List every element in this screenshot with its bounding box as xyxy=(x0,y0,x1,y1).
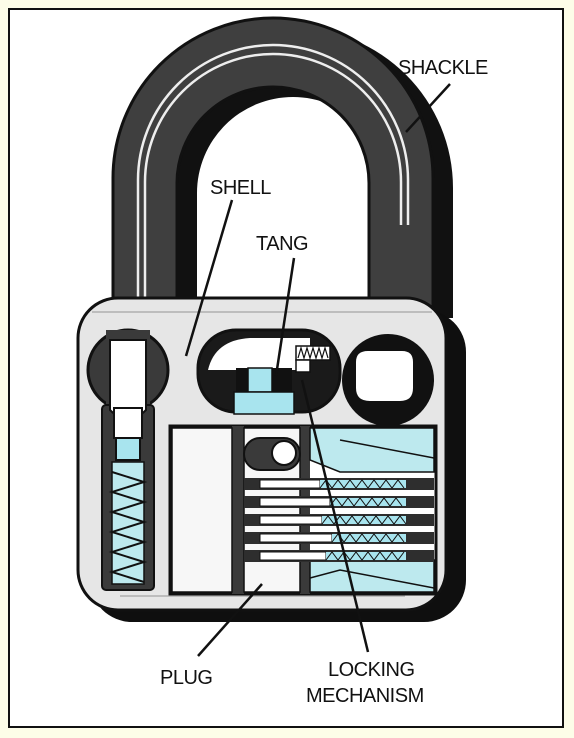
padlock-cutaway-diagram: SHACKLE SHELL TANG PLUG LOCKING MECHANIS… xyxy=(10,10,564,728)
pin-stack xyxy=(244,550,434,562)
label-tang: TANG xyxy=(256,233,308,255)
cylinder-area xyxy=(170,426,436,594)
label-locking: LOCKING xyxy=(328,659,415,681)
diagram-frame: SHACKLE SHELL TANG PLUG LOCKING MECHANIS… xyxy=(8,8,564,728)
label-plug: PLUG xyxy=(160,667,212,689)
label-shackle: SHACKLE xyxy=(398,57,488,79)
label-mechanism: MECHANISM xyxy=(306,685,424,707)
pin-stack xyxy=(244,514,434,526)
tang-window xyxy=(198,330,340,414)
label-shell: SHELL xyxy=(210,177,271,199)
pin-stack xyxy=(244,496,434,508)
shackle-bore-right xyxy=(342,334,434,426)
pin-stack xyxy=(244,478,434,490)
